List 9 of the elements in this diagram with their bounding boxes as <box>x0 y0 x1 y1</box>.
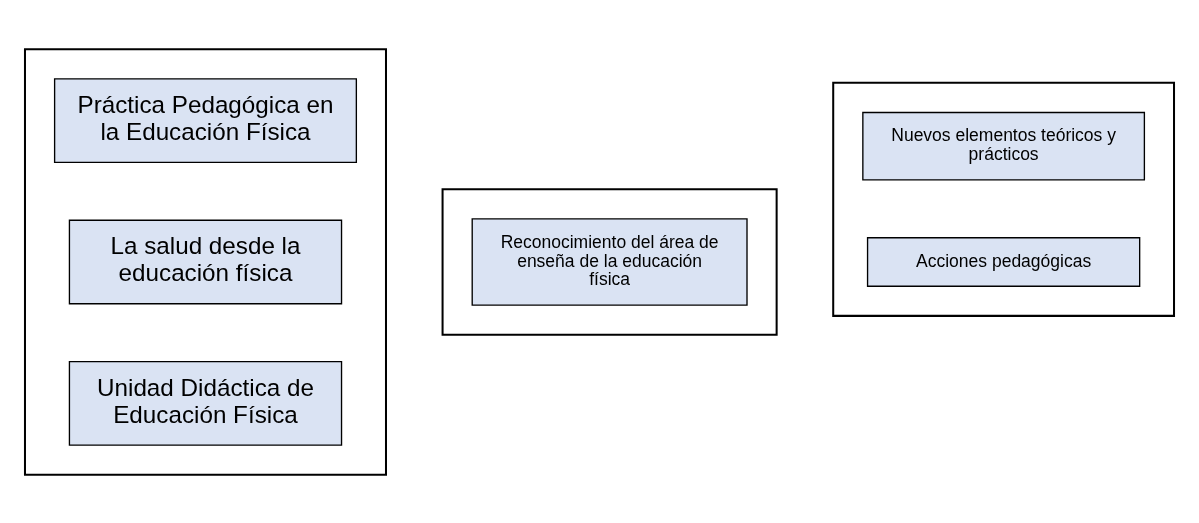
node-box: Práctica Pedagógica en la Educación Física <box>53 77 358 163</box>
node-box: Reconocimiento del área de enseña de la educación física <box>471 217 748 306</box>
node-box: Unidad Didáctica de Educación Física <box>68 360 343 446</box>
node-box: Nuevos elementos teóricos y prácticos <box>862 111 1146 180</box>
cluster <box>441 187 778 336</box>
cluster <box>23 47 387 476</box>
node-box: La salud desde la educación física <box>68 219 343 304</box>
node-box: Acciones pedagógicas <box>866 236 1141 287</box>
cluster <box>832 81 1176 317</box>
